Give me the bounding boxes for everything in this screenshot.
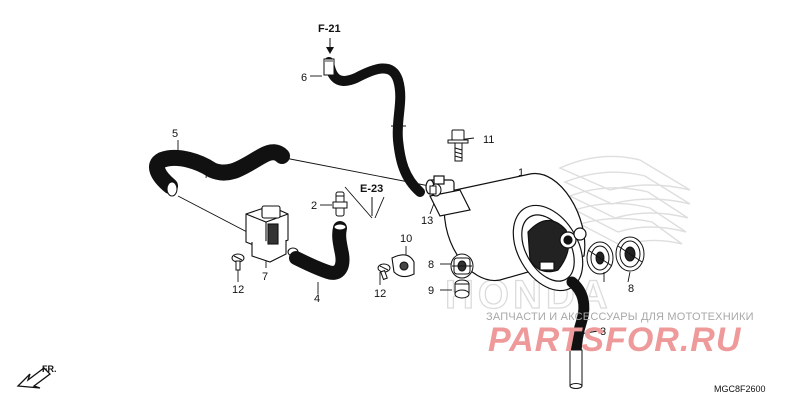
callout-11: 11 (483, 134, 494, 146)
svg-text:F-21: F-21 (318, 23, 341, 35)
svg-text:E-23: E-23 (360, 183, 383, 195)
callout-2: 2 (311, 200, 317, 212)
bolt-part-11 (447, 129, 469, 162)
hose-part-4 (289, 221, 350, 280)
callout-3: 3 (600, 326, 606, 338)
screw-part-12-right (377, 263, 391, 281)
hose-part-3 (566, 276, 590, 389)
grommet-part-8-right-b (615, 236, 645, 272)
collar-part-9 (454, 279, 470, 299)
callout-labels: 1 2 3 4 5 6 7 8 8 9 10 11 12 12 13 (172, 72, 634, 338)
callout-1: 1 (518, 167, 524, 179)
hose-part-6 (323, 57, 425, 197)
callout-13: 13 (421, 215, 433, 227)
watermark-brand: PARTSFOR.RU (488, 321, 742, 359)
grommet-part-8-left (450, 253, 474, 279)
canister-part-1 (425, 173, 587, 292)
screw-part-12-left (231, 253, 245, 271)
honda-wing-watermark (558, 155, 691, 247)
callout-4: 4 (314, 293, 320, 305)
callout-10: 10 (400, 233, 412, 245)
callout-12-right: 12 (374, 288, 386, 300)
callout-5: 5 (172, 128, 178, 140)
callout-6: 6 (301, 72, 307, 84)
ref-f21: F-21 (318, 23, 341, 54)
drawing-code: MGC8F2600 (714, 384, 766, 394)
callout-12-left: 12 (232, 284, 244, 296)
callout-9: 9 (428, 285, 434, 297)
fitting-part-13 (429, 183, 442, 197)
callout-8-left: 8 (428, 259, 434, 271)
hose-part-5 (149, 144, 290, 197)
callout-7: 7 (262, 271, 268, 283)
watermark-caption: ЗАПЧАСТИ И АКСЕССУАРЫ ДЛЯ МОТОТЕХНИКИ (486, 311, 754, 323)
solenoid-valve-part-7 (245, 205, 299, 263)
clip-part-10 (391, 254, 415, 278)
fitting-part-2 (332, 191, 348, 217)
svg-text:FR.: FR. (42, 364, 57, 374)
callout-8-right: 8 (628, 283, 634, 295)
grommet-part-8-right-a (586, 241, 614, 275)
ref-e23: E-23 (360, 183, 383, 216)
front-direction-arrow: FR. (16, 364, 57, 389)
